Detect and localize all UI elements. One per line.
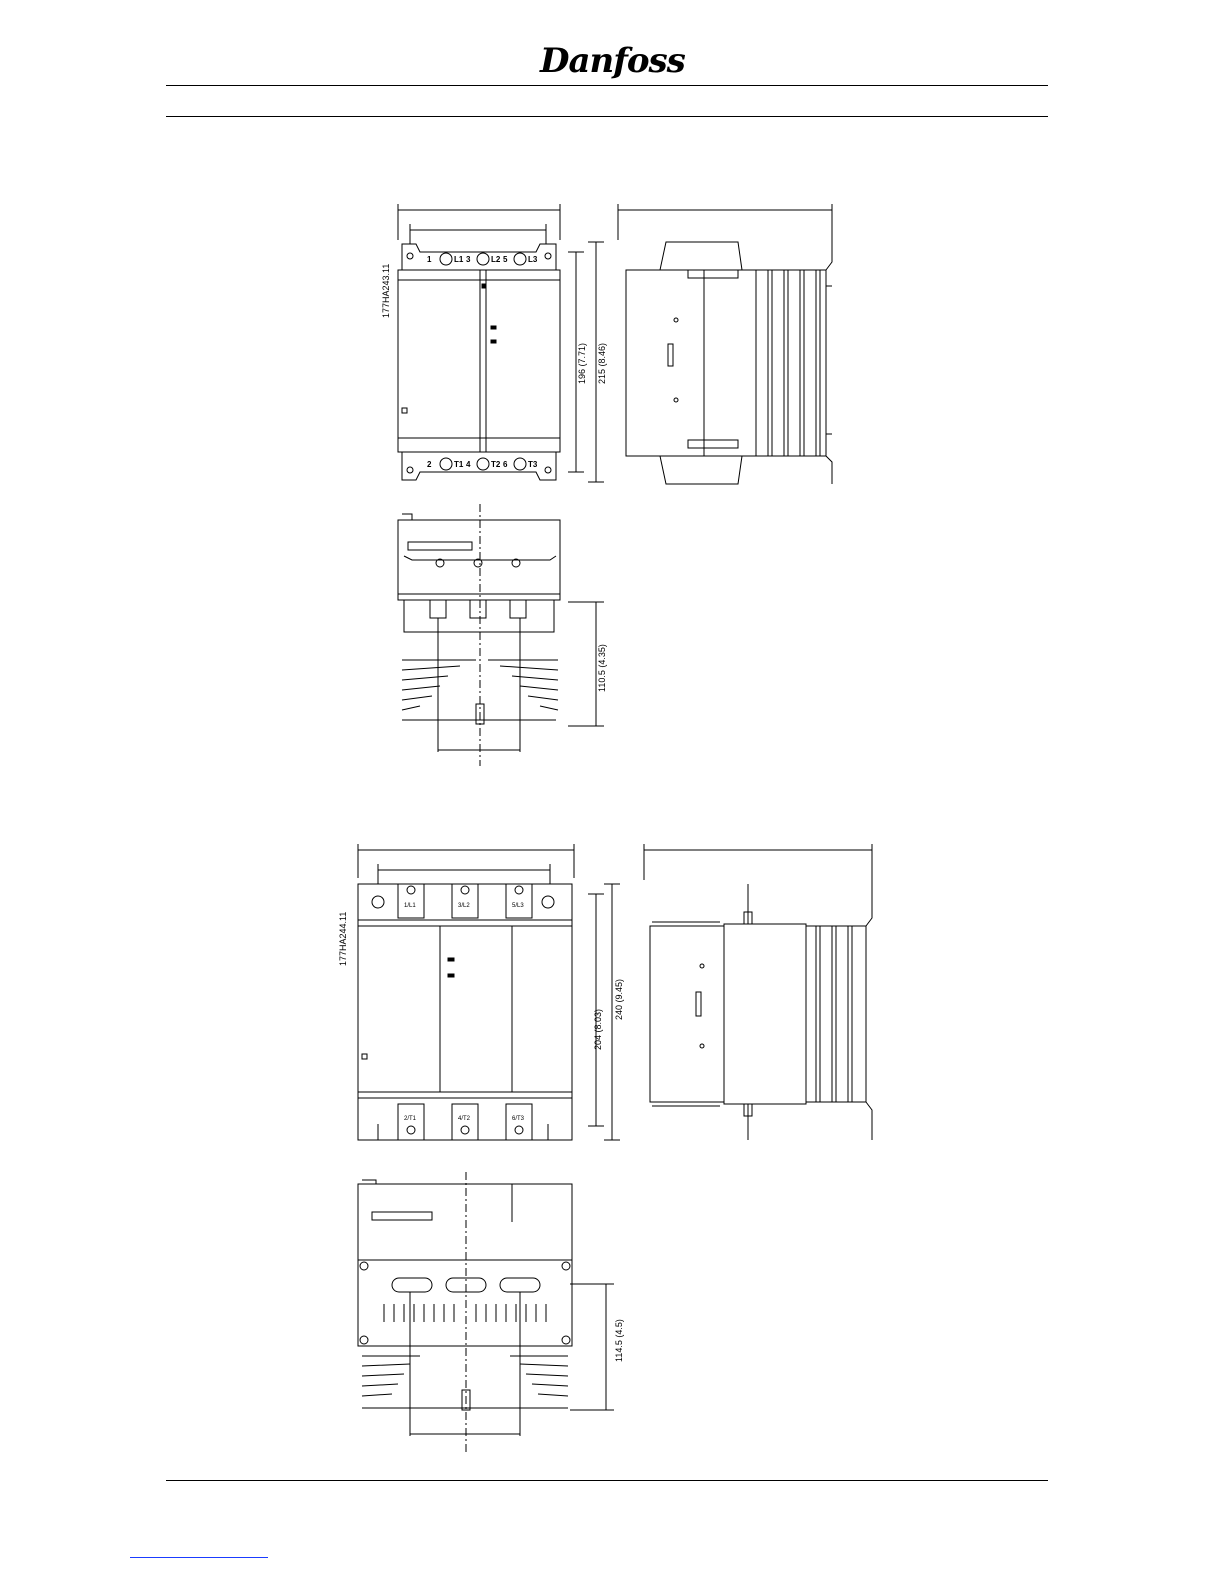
fig1-terminal-l1: L1: [454, 255, 464, 264]
fig1-terminal-3: 3: [466, 255, 471, 264]
fig1-drawing-code: 177HA243.11: [381, 264, 391, 318]
fig2-side-view: [644, 844, 872, 1140]
fig2-dim-height-inner: 204 (8.03): [593, 1009, 603, 1050]
fig2-bottom-view: [358, 1172, 614, 1452]
fig1-dim-depth: 110.5 (4.35): [597, 644, 607, 692]
fig1-dim-height-outer: 215 (8.46): [597, 343, 607, 384]
fig1-terminal-5: 5: [503, 255, 508, 264]
fig2-terminal-l2: 3/L2: [458, 903, 470, 909]
fig1-terminal-2: 2: [427, 460, 432, 469]
fig2-dim-depth: 114.5 (4.5): [614, 1319, 624, 1362]
fig2-terminal-l3: 5/L3: [512, 903, 524, 909]
fig1-terminal-1: 1: [427, 255, 432, 264]
fig1-terminal-t3: T3: [528, 460, 538, 469]
fig1-terminal-4: 4: [466, 460, 471, 469]
fig1-terminal-t2: T2: [491, 460, 501, 469]
fig2-drawing-code: 177HA244.11: [338, 912, 348, 966]
fig2-terminal-t2: 4/T2: [458, 1116, 471, 1122]
footer-link-underline[interactable]: [130, 1557, 268, 1558]
fig1-side-view: [618, 204, 832, 484]
fig1-dim-height-inner: 196 (7.71): [577, 343, 587, 384]
fig1-terminal-t1: T1: [454, 460, 464, 469]
fig2-terminal-t1: 2/T1: [404, 1116, 417, 1122]
fig1-terminal-6: 6: [503, 460, 508, 469]
fig2-front-view: [358, 844, 620, 1140]
fig1-bottom-view: [398, 504, 604, 766]
fig1-terminal-l3: L3: [528, 255, 538, 264]
footer-rule: [166, 1480, 1048, 1481]
fig2-dim-height-outer: 240 (9.45): [614, 979, 624, 1020]
fig1-front-view: [398, 204, 604, 482]
fig2-terminal-t3: 6/T3: [512, 1116, 525, 1122]
fig2-terminal-l1: 1/L1: [404, 903, 416, 909]
fig1-terminal-l2: L2: [491, 255, 501, 264]
